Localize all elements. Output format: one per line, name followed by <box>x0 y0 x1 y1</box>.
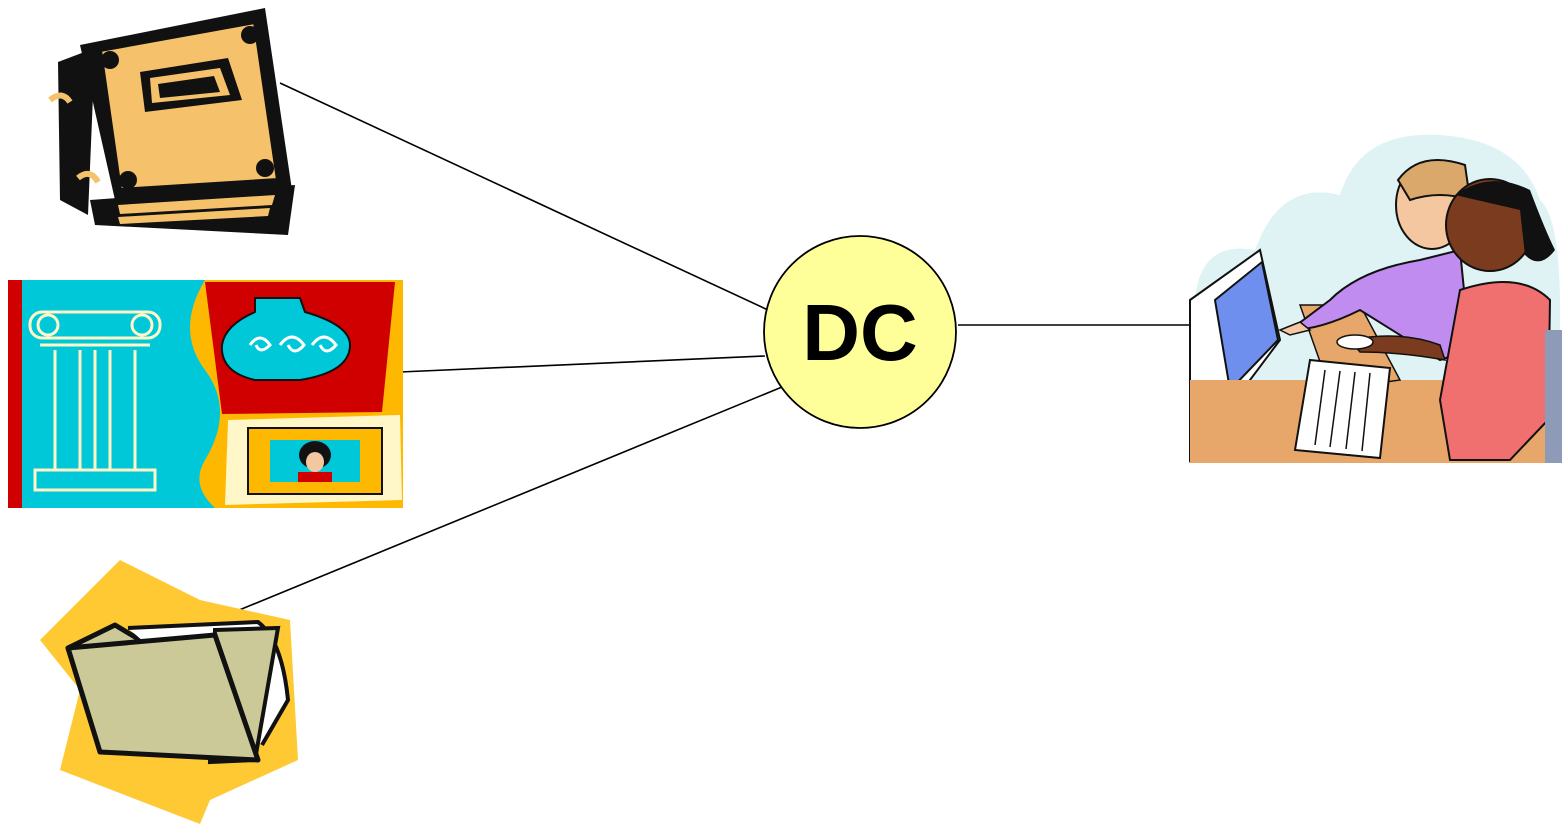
folder-icon <box>40 560 298 824</box>
dc-hub-label: DC <box>802 288 918 377</box>
museum-collage-icon <box>8 280 403 508</box>
connector-folder-dc <box>231 386 783 614</box>
dc-hub-circle <box>763 235 957 429</box>
book-icon <box>48 8 295 235</box>
dc-hub[interactable]: DC <box>763 235 957 429</box>
people-at-computer-icon <box>1189 134 1562 463</box>
connectors <box>231 82 1190 614</box>
connector-museum-dc <box>399 355 766 373</box>
connector-book-dc <box>279 82 769 311</box>
